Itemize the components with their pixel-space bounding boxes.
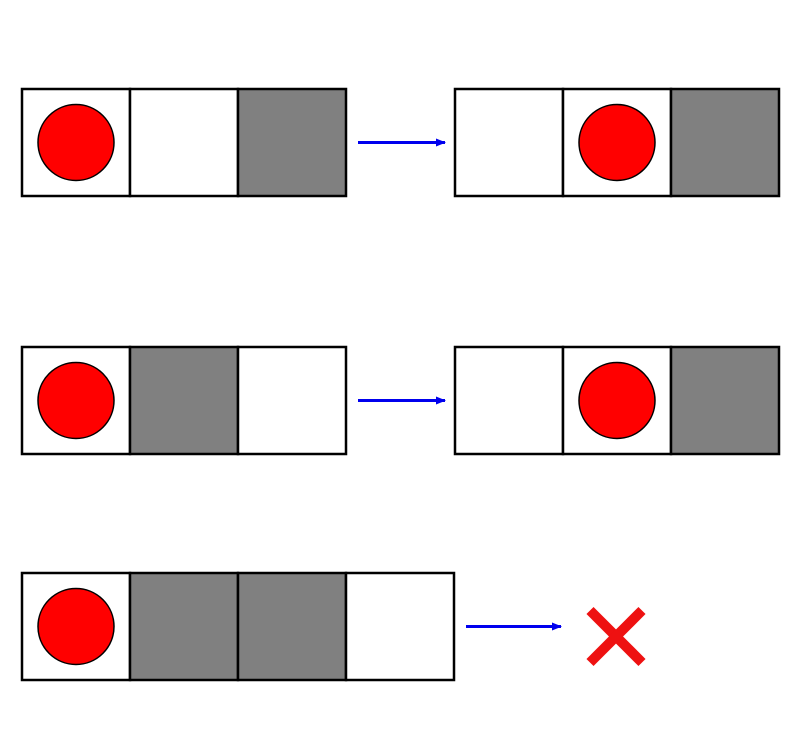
red-circle-icon	[37, 103, 115, 182]
red-circle-icon	[37, 361, 115, 440]
empty-cell	[344, 571, 456, 682]
row-2	[20, 345, 781, 456]
block-cell	[669, 87, 781, 198]
empty-cell	[453, 87, 565, 198]
x-stroke	[586, 606, 646, 667]
row-3	[20, 571, 646, 682]
empty-cell	[453, 345, 565, 456]
before-strip	[20, 87, 348, 198]
block-cell	[236, 571, 348, 682]
before-strip	[20, 571, 456, 682]
empty-cell	[128, 87, 240, 198]
after-strip	[453, 345, 781, 456]
block-cell	[128, 571, 240, 682]
before-strip	[20, 345, 348, 456]
block-cell	[236, 87, 348, 198]
red-circle-icon	[37, 587, 115, 666]
red-circle-icon	[578, 361, 656, 440]
block-cell	[669, 345, 781, 456]
red-x-icon	[586, 606, 646, 667]
after-strip	[453, 87, 781, 198]
row-1	[20, 87, 781, 198]
block-cell	[128, 345, 240, 456]
red-circle-icon	[578, 103, 656, 182]
empty-cell	[236, 345, 348, 456]
